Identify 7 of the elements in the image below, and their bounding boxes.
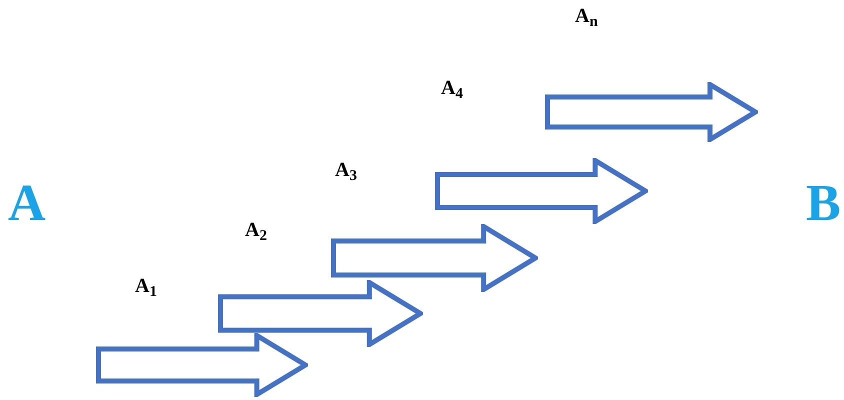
step-label: A$_{3}$ [335, 160, 357, 180]
step-label: A$_{1}$ [135, 276, 157, 296]
point-label: B [806, 178, 841, 230]
step-label: A$_{n}$ [575, 6, 598, 26]
step-label: A$_{4}$ [441, 78, 463, 98]
point-label: A [8, 178, 46, 230]
step-label: A$_{2}$ [245, 220, 267, 240]
